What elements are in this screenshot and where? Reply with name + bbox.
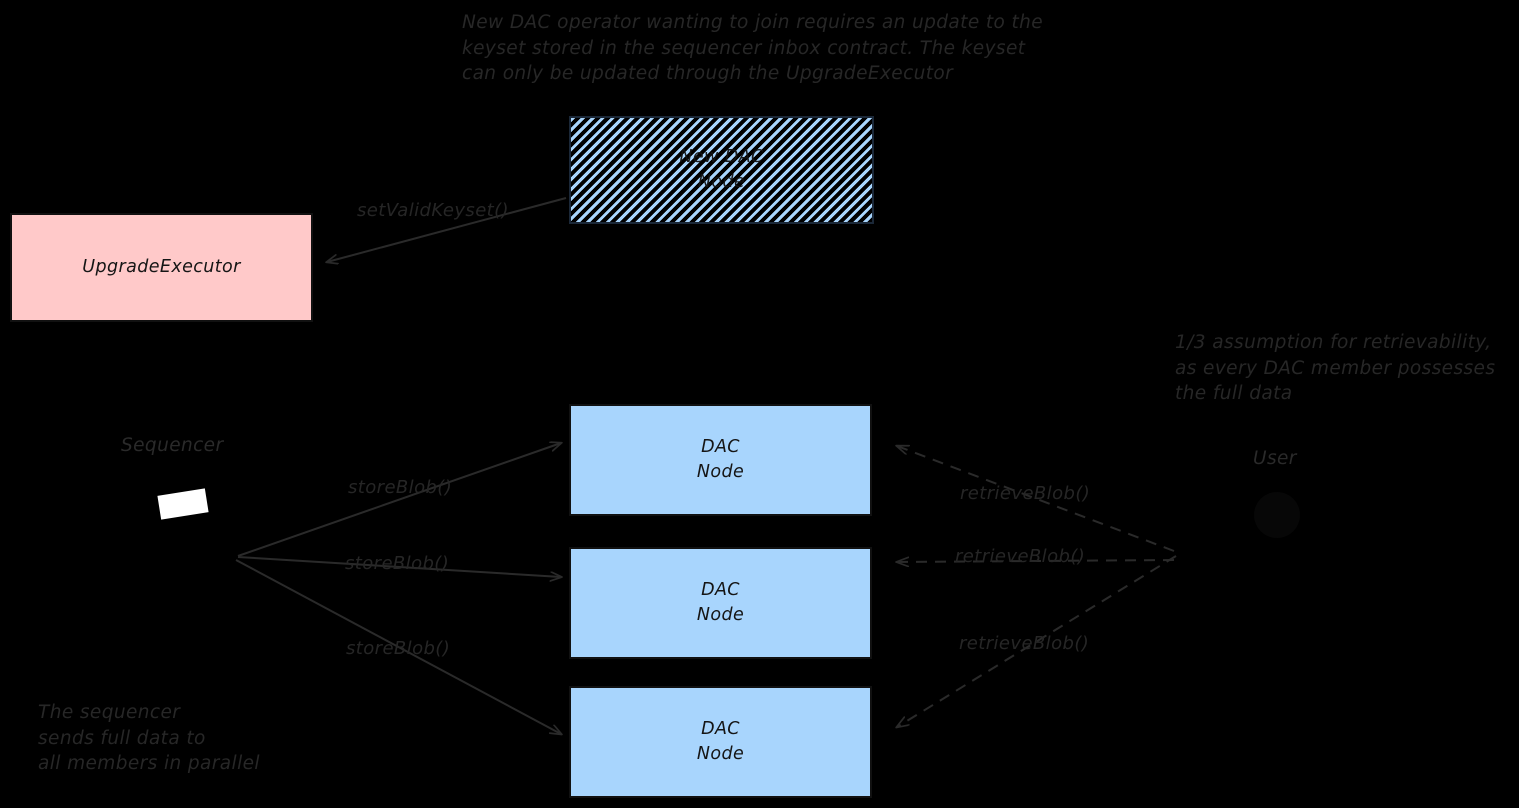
annotation-keyset-note: New DAC operator wanting to join require… [462, 12, 1044, 84]
edge-label-retrieve-blob-3: retrieveBlob() [959, 633, 1090, 654]
edge-label-store-blob-2: storeBlob() [345, 553, 450, 574]
box-dac-node-2-label: DAC Node [696, 580, 745, 625]
edge-label-set-valid-keyset: setValidKeyset() [357, 200, 509, 221]
box-upgrade-executor-label: UpgradeExecutor [82, 257, 241, 277]
edge-label-retrieve-blob-2: retrieveBlob() [955, 546, 1086, 567]
annotation-sequencer-note: The sequencer sends full data to all mem… [38, 702, 260, 774]
edge-store-blob-1 [237, 443, 561, 557]
box-dac-node-2[interactable]: DAC Node [569, 547, 872, 659]
box-upgrade-executor[interactable]: UpgradeExecutor [10, 213, 313, 322]
box-new-dac-node[interactable]: New DAC Node [569, 116, 874, 224]
box-dac-node-1-label: DAC Node [696, 437, 745, 482]
annotation-retrievability-note: 1/3 assumption for retrievability, as ev… [1175, 332, 1496, 404]
user-icon [1254, 492, 1300, 538]
sequencer-icon [157, 488, 209, 520]
box-dac-node-3-label: DAC Node [696, 719, 745, 764]
actor-sequencer-label: Sequencer [121, 435, 224, 456]
actor-user-label: User [1253, 448, 1297, 469]
edge-label-store-blob-1: storeBlob() [348, 477, 453, 498]
box-dac-node-1[interactable]: DAC Node [569, 404, 872, 516]
box-new-dac-node-label: New DAC Node [679, 147, 764, 192]
edge-label-store-blob-3: storeBlob() [346, 638, 451, 659]
box-dac-node-3[interactable]: DAC Node [569, 686, 872, 798]
edge-label-retrieve-blob-1: retrieveBlob() [960, 483, 1091, 504]
